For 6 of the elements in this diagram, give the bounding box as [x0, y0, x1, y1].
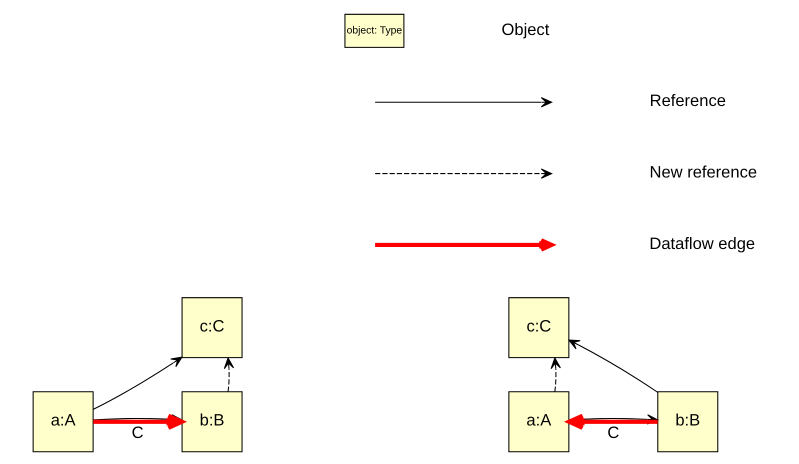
edge-label: C: [607, 423, 620, 442]
legend-label: Dataflow edge: [649, 234, 756, 253]
edge-label: C: [132, 423, 144, 442]
legend-label: Object: [502, 20, 550, 39]
legend-label: Reference: [650, 91, 726, 110]
legend-label: New reference: [650, 162, 758, 182]
